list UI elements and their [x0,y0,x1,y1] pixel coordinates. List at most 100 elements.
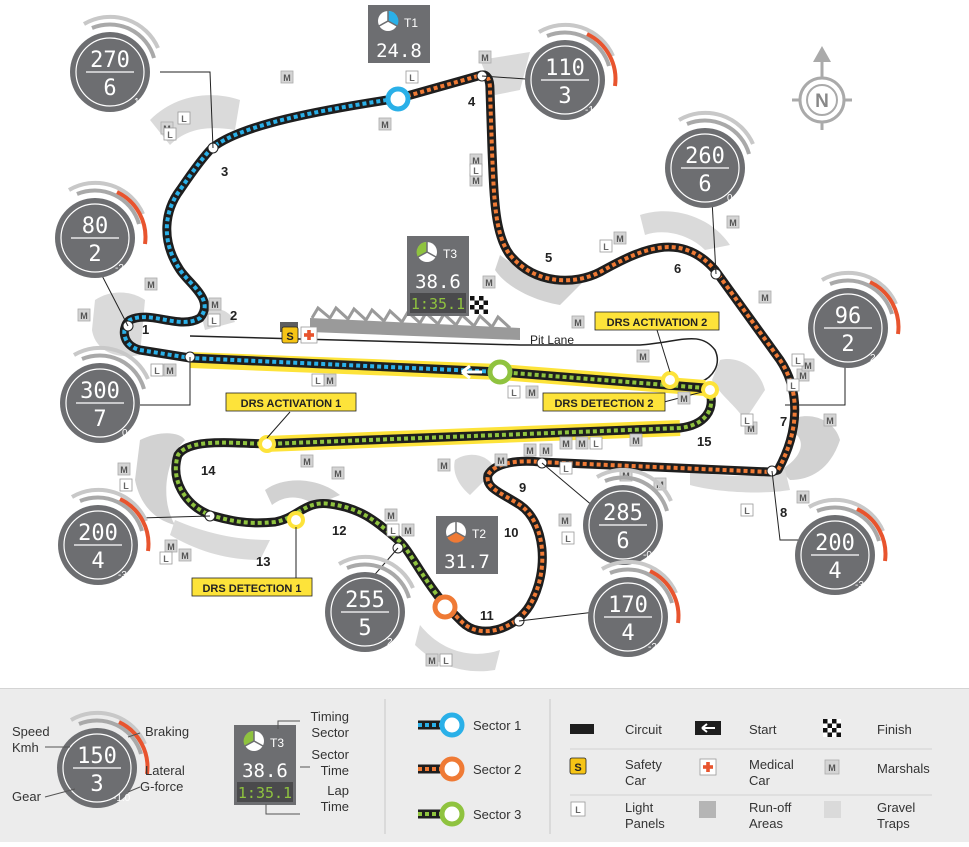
turn-11: 11 [480,608,494,623]
legend-gravel-swatch [824,801,841,818]
pit-lane-line [189,335,719,383]
safety-car-icon: S [281,326,299,344]
svg-text:170: 170 [608,593,648,618]
svg-text:Car: Car [749,773,771,788]
gauge-260: 260 6 0.1 [663,110,755,210]
svg-text:0.1: 0.1 [727,193,741,204]
gauge-255: 255 5 2.0 [323,554,415,654]
svg-text:300: 300 [80,379,120,404]
svg-text:S: S [574,762,581,774]
svg-text:-1.0: -1.0 [113,793,131,804]
svg-text:Light: Light [625,800,654,815]
svg-text:150: 150 [77,744,117,769]
svg-text:0.1: 0.1 [122,428,136,439]
svg-text:4: 4 [828,559,841,584]
svg-text:Sector 3: Sector 3 [473,807,521,822]
turn-14: 14 [201,463,216,478]
legend-sector-1: Sector 1 [418,712,521,738]
svg-text:Time: Time [321,763,349,778]
runoff-areas [92,52,840,672]
svg-text:Speed: Speed [12,724,50,739]
drs-detection-1-label: DRS DETECTION 1 [202,583,301,595]
finish-flag-icon [470,296,488,314]
svg-text:Circuit: Circuit [625,722,662,737]
svg-text:260: 260 [685,144,725,169]
turn-6: 6 [674,261,681,276]
drs-activation-1-label: DRS ACTIVATION 1 [241,398,342,410]
svg-text:Medical: Medical [749,757,794,772]
legend-runoff-swatch [699,801,716,818]
svg-text:285: 285 [603,501,643,526]
svg-text:200: 200 [815,531,855,556]
turn-5: 5 [545,250,552,265]
svg-text:80: 80 [82,214,109,239]
sector-1-path [122,96,501,374]
turn-12: 12 [332,523,346,538]
svg-text:3: 3 [90,772,103,797]
svg-text:Time: Time [321,799,349,814]
svg-text:Sector 1: Sector 1 [473,718,521,733]
svg-text:Sector 2: Sector 2 [473,762,521,777]
svg-text:-1.0: -1.0 [585,105,603,116]
turn-8: 8 [780,505,787,520]
svg-text:1.5: 1.5 [134,97,148,108]
svg-text:4: 4 [621,621,634,646]
turn-15: 15 [697,434,711,449]
drs-labels: DRS ACTIVATION 2 DRS DETECTION 2 DRS ACT… [191,311,720,597]
gauge-200-left: 200 4 -3.0 [56,487,151,587]
gauge-170: 170 4 -2.2 [586,559,681,659]
svg-text:110: 110 [545,56,585,81]
svg-text:-3.0: -3.0 [118,570,136,581]
svg-text:96: 96 [835,304,862,329]
legend-circuit-swatch [570,724,594,734]
svg-text:N: N [815,91,829,112]
gauge-96: 96 2 2.0 [806,270,901,370]
timing-box-t3: T3 38.6 1:35.1 [407,236,469,316]
legend-graphic: 150 3 -1.0 Speed Kmh Braking Lateral G-f… [12,699,932,834]
drs-detection-2-label: DRS DETECTION 2 [554,398,653,410]
legend-sector-3: Sector 3 [418,801,521,827]
pit-lane-label: Pit Lane [530,333,574,347]
turn-4: 4 [468,94,476,109]
timing-box-t1: T1 24.8 [368,5,430,63]
compass-icon: N [792,46,852,130]
svg-text:Car: Car [625,773,647,788]
medical-car-icon [300,326,318,344]
svg-text:2.0: 2.0 [870,353,884,364]
gauge-110: 110 3 -1.0 [523,22,618,122]
sector-3-marker [487,359,513,385]
svg-text:Lap: Lap [327,783,349,798]
turn-9: 9 [519,480,526,495]
svg-text:-3.0: -3.0 [855,580,873,591]
gauge-285: 285 6 -0.1 [581,467,673,567]
svg-text:Safety: Safety [625,757,662,772]
turn-1: 1 [142,322,149,337]
turn-numbers: 1 2 3 4 5 6 7 8 9 10 11 12 13 14 15 [142,94,787,623]
svg-text:2: 2 [841,332,854,357]
sector-1-marker [385,86,411,112]
svg-text:2: 2 [88,242,101,267]
legend-safety-icon: S [569,757,587,775]
svg-text:Marshals: Marshals [877,761,930,776]
svg-text:Gravel: Gravel [877,800,915,815]
start-arrow-icon [461,364,482,380]
svg-text:M: M [828,763,836,773]
gauge-300: 300 7 0.1 [58,345,150,445]
drs-activation-2-label: DRS ACTIVATION 2 [607,317,708,329]
svg-text:T1: T1 [404,16,418,30]
legend-marshal-icon: M [824,759,840,775]
svg-text:T3: T3 [270,736,284,750]
svg-text:6: 6 [103,76,116,101]
gauge-connectors [94,71,846,622]
svg-text:G-force: G-force [140,779,183,794]
gauge-200-right: 200 4 -3.0 [793,497,888,597]
svg-text:6: 6 [616,529,629,554]
turn-3: 3 [221,164,228,179]
svg-text:1:35.1: 1:35.1 [411,295,465,313]
svg-text:-2.2: -2.2 [648,642,666,653]
svg-text:T2: T2 [472,527,486,541]
svg-text:Panels: Panels [625,816,665,831]
svg-text:4: 4 [91,549,104,574]
svg-text:Lateral: Lateral [145,763,185,778]
